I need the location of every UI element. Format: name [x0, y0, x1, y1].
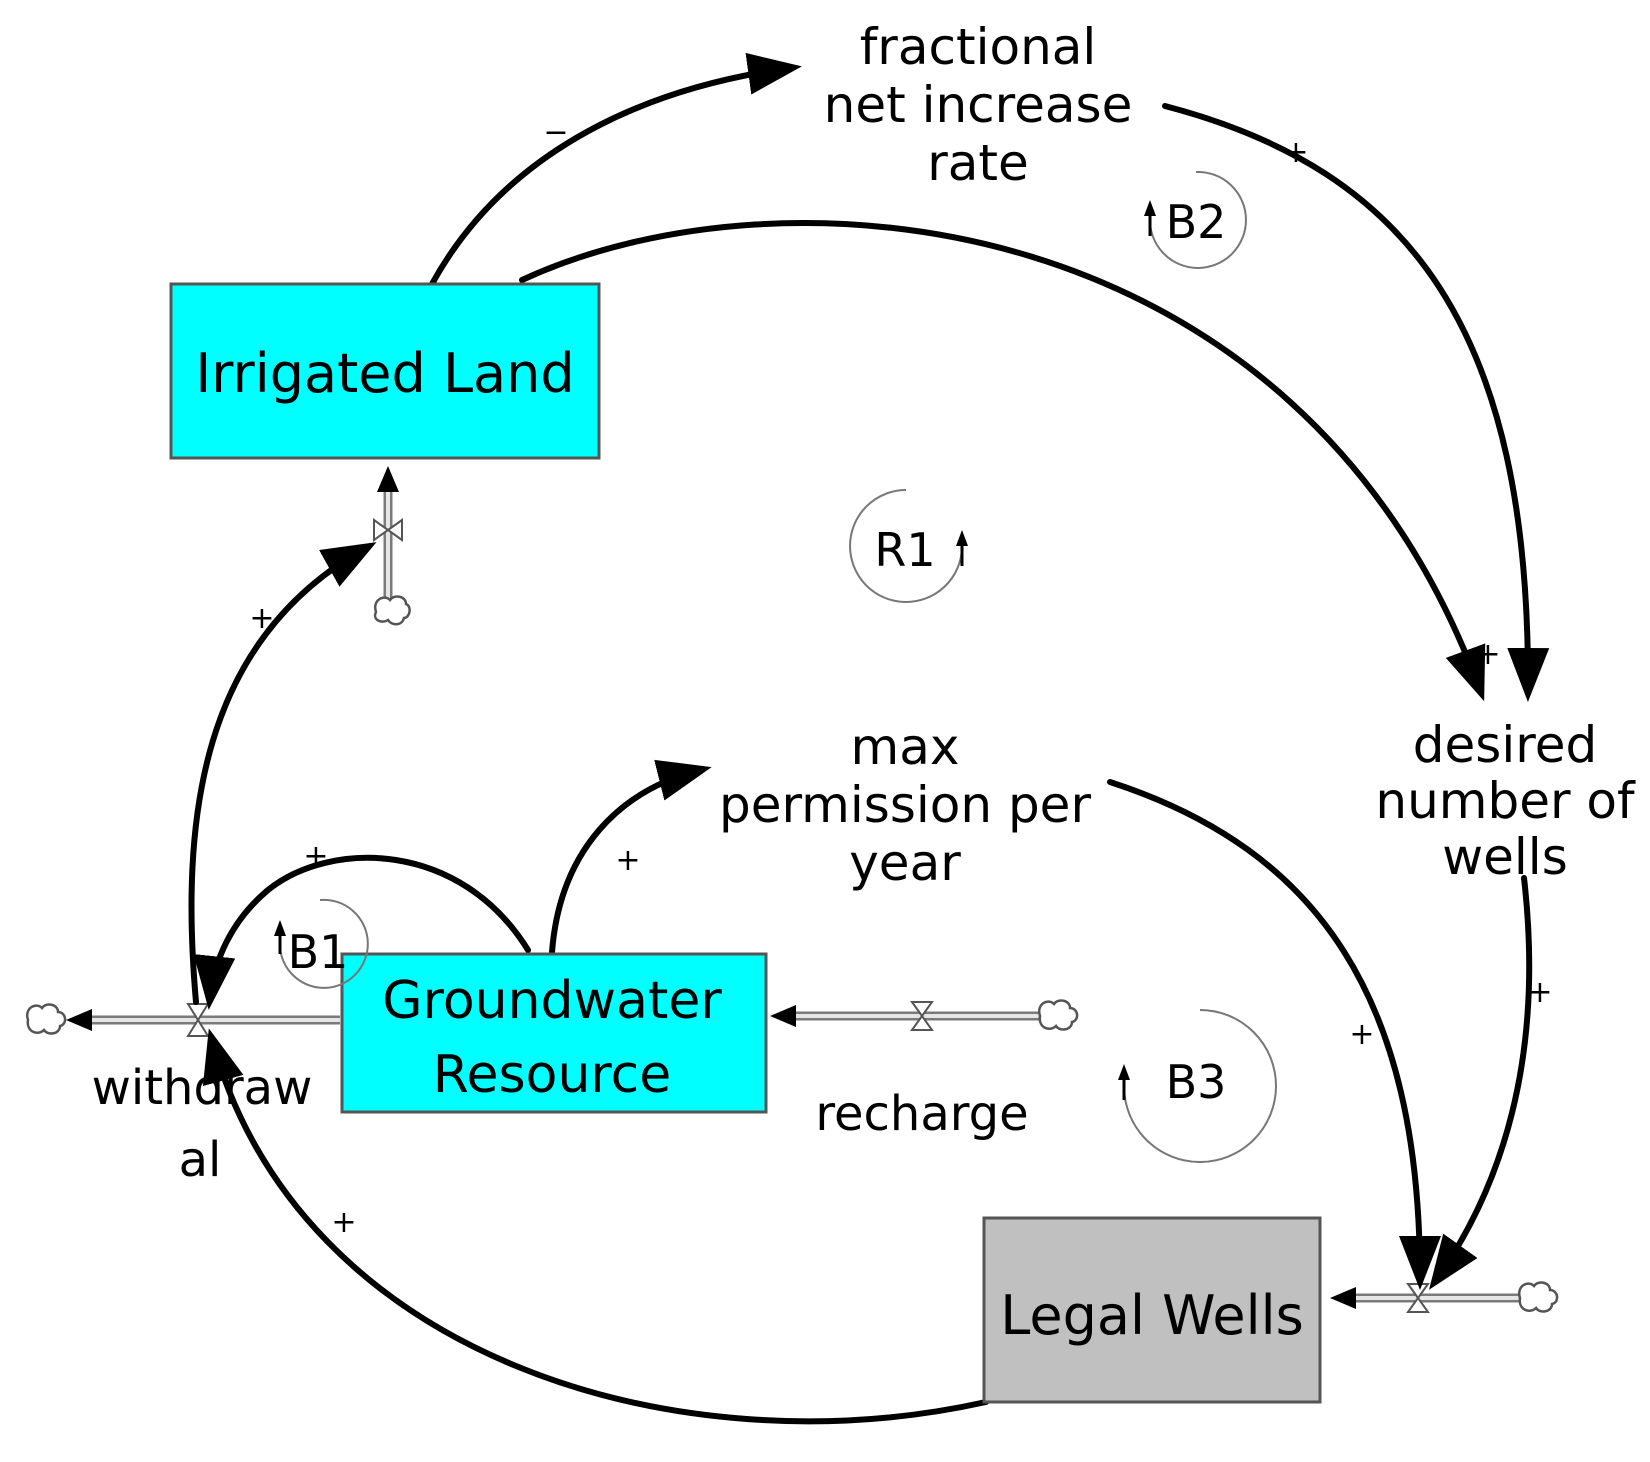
- withdrawal-cloud-icon: [25, 1003, 67, 1035]
- polarity-irrigated-to-desired: +: [1475, 637, 1500, 672]
- variable-desired-line2: number of: [1375, 772, 1636, 830]
- link-desired-to-wells-inflow: [1429, 875, 1533, 1290]
- polarity-desired-to-wells-inflow: +: [1527, 975, 1552, 1010]
- polarity-irrigated-to-fractional: −: [543, 115, 568, 150]
- stock-groundwater-resource-label-line1: Groundwater: [382, 971, 722, 1031]
- polarity-fractional-to-desired: +: [1283, 135, 1308, 170]
- loop-r1-label: R1: [874, 523, 935, 577]
- stock-groundwater-resource[interactable]: Groundwater Resource: [340, 952, 768, 1114]
- stock-irrigated-land-label: Irrigated Land: [195, 342, 574, 405]
- irrigated-land-inflow-valve-icon: [373, 518, 403, 542]
- loop-b2-label: B2: [1166, 195, 1227, 249]
- variable-max-permission-line3: year: [849, 834, 961, 892]
- stock-legal-wells[interactable]: Legal Wells: [982, 1216, 1322, 1404]
- loop-b2-arc: [1148, 170, 1247, 269]
- loop-b3-marker: B3: [1118, 1009, 1277, 1163]
- variable-max-permission-line2: permission per: [719, 776, 1091, 834]
- recharge-flow-pipe: [770, 1005, 1040, 1027]
- polarity-groundwater-to-withdrawal: +: [303, 839, 328, 874]
- loop-b1-arc: [278, 898, 369, 989]
- loop-b3-arc: [1123, 1009, 1277, 1163]
- variable-desired-number-of-wells[interactable]: desired number of wells: [1375, 716, 1636, 886]
- flow-recharge-label: recharge: [815, 1086, 1028, 1142]
- polarity-withdrawal-to-irrigated-inflow: +: [249, 601, 274, 636]
- variable-desired-line3: wells: [1442, 828, 1568, 886]
- polarity-max-permission-to-wells-inflow: +: [1349, 1017, 1374, 1052]
- variable-max-permission-per-year[interactable]: max permission per year: [719, 718, 1091, 892]
- link-irrigated-to-desired: [519, 220, 1486, 702]
- withdrawal-flow-pipe: [66, 1009, 340, 1031]
- variable-fractional-line1: fractional: [860, 18, 1097, 76]
- variable-fractional-line2: net increase: [824, 76, 1133, 134]
- loop-r1-arc: [849, 489, 963, 603]
- loop-b1-label: B1: [288, 925, 349, 979]
- flow-withdrawal[interactable]: withdraw al: [92, 1060, 313, 1188]
- stock-irrigated-land[interactable]: Irrigated Land: [169, 282, 601, 460]
- legal-wells-inflow-cloud-icon: [1517, 1281, 1559, 1313]
- stock-legal-wells-label: Legal Wells: [1000, 1284, 1304, 1347]
- link-groundwater-to-withdrawal: [193, 854, 531, 1010]
- irrigated-land-inflow-pipe: [377, 466, 399, 600]
- flow-withdrawal-label-line2: al: [179, 1132, 222, 1188]
- link-max-permission-to-wells-inflow: [1107, 779, 1441, 1290]
- loop-b2-arrow-icon: [1144, 200, 1156, 216]
- loop-b3-arrow-icon: [1118, 1064, 1130, 1080]
- loop-b1-arrow-icon: [274, 920, 286, 936]
- variable-max-permission-line1: max: [851, 718, 960, 776]
- recharge-valve-icon: [910, 1001, 934, 1031]
- polarity-groundwater-to-max-permission: +: [615, 843, 640, 878]
- stock-groundwater-resource-label-line2: Resource: [433, 1045, 671, 1105]
- link-irrigated-to-fractional: [429, 52, 802, 287]
- link-groundwater-to-max-permission: [549, 759, 712, 955]
- variable-fractional-net-increase-rate[interactable]: fractional net increase rate: [824, 18, 1133, 192]
- link-withdrawal-to-irrigated-inflow: [188, 542, 377, 1005]
- variable-desired-line1: desired: [1413, 716, 1597, 774]
- flow-recharge[interactable]: recharge: [815, 1086, 1028, 1142]
- loop-r1-arrow-icon: [956, 530, 968, 546]
- link-legal-wells-to-withdrawal: [202, 1028, 989, 1425]
- polarity-legal-wells-to-withdrawal: +: [331, 1205, 356, 1240]
- loop-b3-label: B3: [1166, 1055, 1227, 1109]
- flow-withdrawal-label-line1: withdraw: [92, 1060, 313, 1116]
- variable-fractional-line3: rate: [927, 134, 1029, 192]
- link-fractional-to-desired: [1162, 103, 1550, 702]
- loop-b1-marker: B1: [274, 898, 369, 989]
- irrigated-land-inflow-cloud-icon: [373, 595, 411, 626]
- loop-r1-marker: R1: [849, 489, 968, 603]
- loop-b2-marker: B2: [1144, 170, 1247, 269]
- recharge-cloud-icon: [1037, 999, 1079, 1031]
- legal-wells-inflow-pipe: [1330, 1287, 1520, 1309]
